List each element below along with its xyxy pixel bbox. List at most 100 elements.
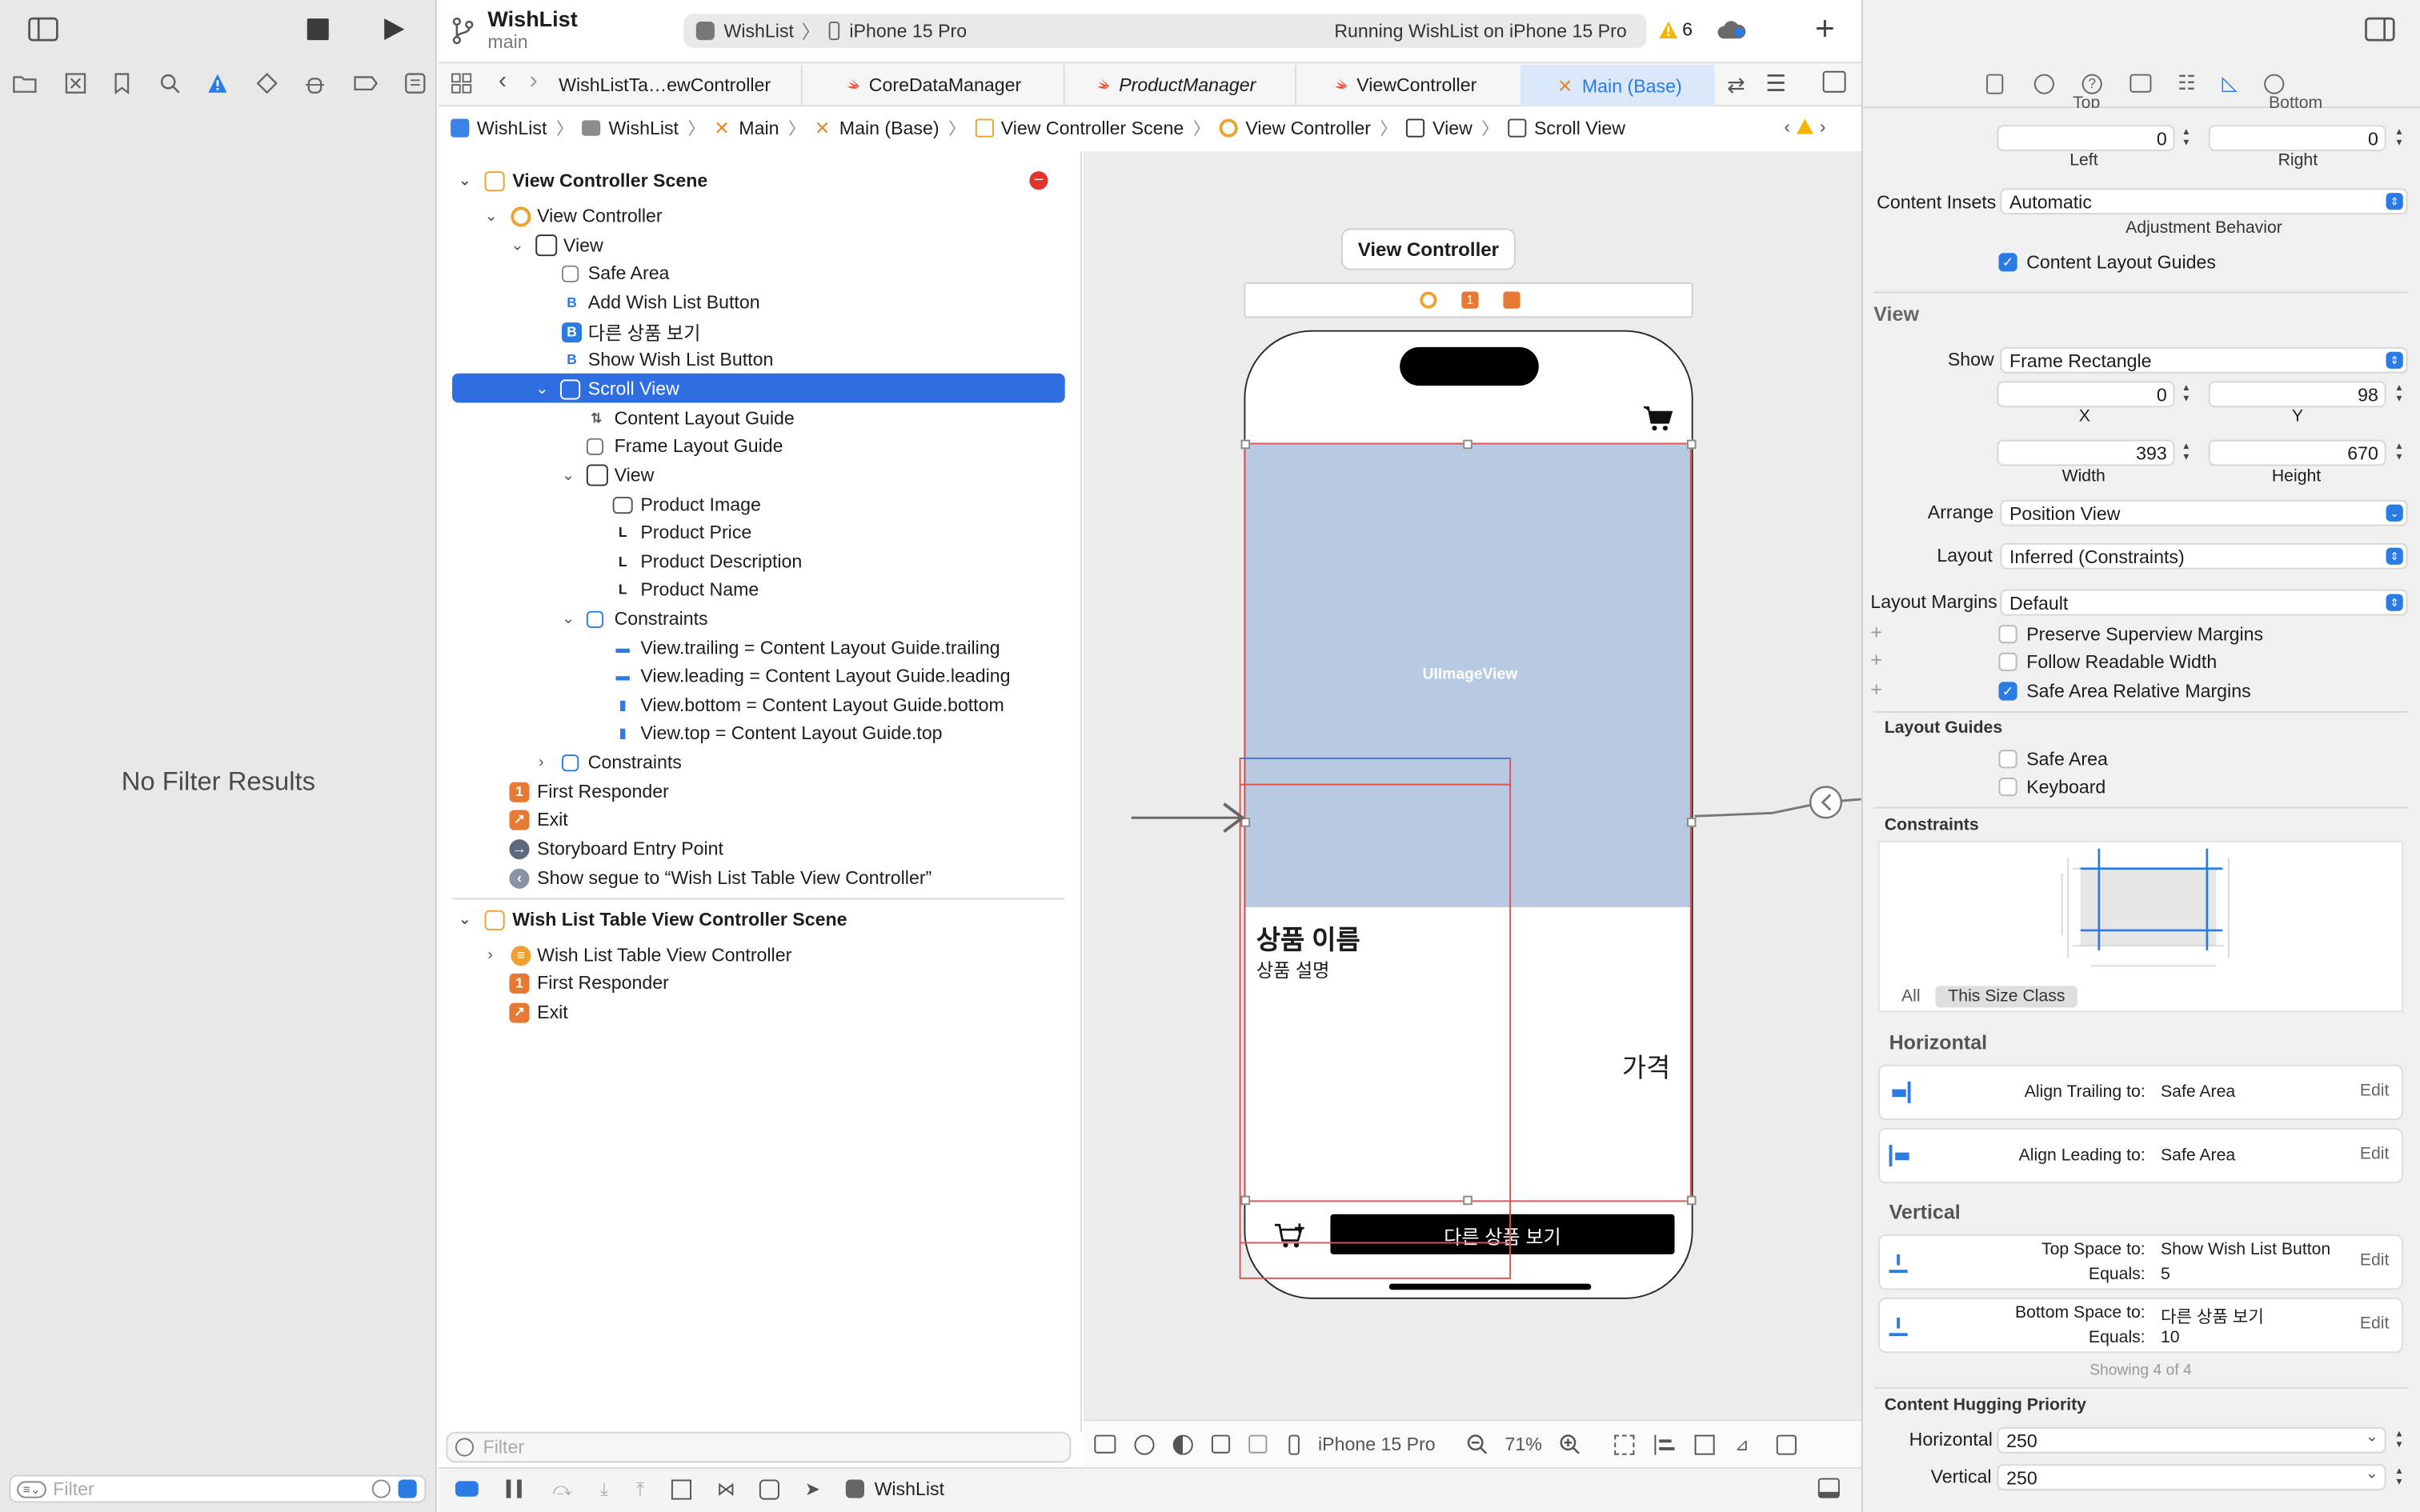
zoom-level[interactable]: 71% [1504,1433,1542,1455]
compare-icon[interactable]: ⇄ [1727,72,1745,98]
selection-handle[interactable] [1686,439,1697,450]
constraint-edit-button[interactable]: Edit [2359,1144,2390,1164]
debug-icon[interactable] [304,73,326,94]
chevron-down-icon[interactable]: ⌄ [561,466,575,484]
outline-other-product-button[interactable]: B 다른 상품 보기 [561,318,700,346]
pause-icon[interactable] [506,1479,522,1498]
product-price-label[interactable]: 가격 [1621,1054,1671,1083]
step-into-icon[interactable]: ⤓ [599,1477,609,1499]
chevron-down-icon[interactable]: ⌄ [511,237,524,254]
outline-constraint-bottom[interactable]: ▮ View.bottom = Content Layout Guide.bot… [613,691,1004,719]
forward-icon[interactable]: › [529,67,538,94]
scheme-selector[interactable]: WishList [723,20,794,42]
dock-view-controller-icon[interactable] [1420,291,1437,309]
height-field[interactable]: 670 [2208,439,2386,466]
selection-handle[interactable] [1463,1195,1472,1206]
view-hierarchy-icon[interactable] [671,1478,692,1499]
segue-arrow[interactable] [1694,784,1861,821]
outline-frame-layout-guide[interactable]: Frame Layout Guide [586,432,783,460]
outline-product-name[interactable]: L Product Name [613,575,759,603]
safe-area-guide-checkbox[interactable]: Safe Area [1998,745,2108,773]
y-field[interactable]: 98 [2208,381,2386,408]
selection-handle[interactable] [1686,1195,1697,1206]
memory-graph-icon[interactable]: ⋈ [716,1478,735,1500]
history-inspector-icon[interactable] [2033,73,2054,94]
y-stepper[interactable]: ▲▼ [2394,383,2404,404]
breadcrumb-scroll-view[interactable]: Scroll View [1508,118,1625,139]
test-icon[interactable] [255,72,277,94]
constraint-edit-button[interactable]: Edit [2359,1314,2390,1334]
add-variation-icon[interactable]: + [1870,677,1883,701]
outline-scene-view-controller[interactable]: ⌄ View Controller Scene [459,166,707,194]
file-inspector-icon[interactable] [1986,73,2004,94]
other-product-button[interactable]: 다른 상품 보기 [1330,1214,1675,1254]
recent-clock-icon[interactable] [371,1479,391,1498]
canvas-device-label[interactable]: iPhone 15 Pro [1317,1433,1436,1455]
update-frames-icon[interactable] [1614,1434,1635,1454]
inset-right-field[interactable]: 0 [2208,125,2386,151]
next-issue-icon[interactable]: › [1819,115,1826,138]
tab-main-base[interactable]: ✕ Main (Base) [1520,64,1715,107]
layout-icon[interactable] [1248,1434,1268,1454]
align-icon[interactable] [1654,1434,1675,1454]
chevron-down-icon[interactable]: ⌄ [561,610,575,627]
inspector-toggle-icon[interactable] [2365,17,2396,42]
height-stepper[interactable]: ▲▼ [2394,442,2404,462]
chevron-right-icon[interactable]: › [487,946,493,964]
preserve-superview-margins-checkbox[interactable]: Preserve Superview Margins [1998,620,2263,648]
outline-constraints[interactable]: ⌄ Constraints [562,605,708,633]
debug-area-toggle-icon[interactable] [1817,1478,1840,1498]
related-items-icon[interactable] [451,73,472,94]
zoom-in-icon[interactable] [1559,1434,1581,1455]
filter-options-icon[interactable] [398,1479,417,1498]
issue-warning-icon[interactable] [206,73,228,94]
selection-handle[interactable] [1240,1195,1251,1206]
outline-add-wish-list-button[interactable]: B Add Wish List Button [562,289,759,317]
outline-safe-area[interactable]: Safe Area [561,259,669,287]
cart-icon[interactable] [1642,406,1673,432]
selection-handle[interactable] [1240,439,1251,450]
report-icon[interactable] [404,73,426,94]
breadcrumb-view-controller[interactable]: View Controller [1219,118,1371,139]
connections-inspector-icon[interactable] [2263,73,2284,94]
outline-view-controller[interactable]: ⌄ View Controller [485,202,663,230]
content-insets-popup[interactable]: Automatic⇕ [2000,188,2408,215]
outline-wish-list-table-view-controller[interactable]: › ≡ Wish List Table View Controller [485,941,791,969]
outline-exit[interactable]: ↗ Exit [509,806,568,834]
chevron-down-icon[interactable]: ⌄ [484,207,498,225]
outline-show-wish-list-button[interactable]: B Show Wish List Button [562,346,773,374]
show-popup[interactable]: Frame Rectangle⇕ [2000,346,2408,374]
add-constraints-icon[interactable] [1694,1434,1715,1454]
width-stepper[interactable]: ▲▼ [2182,442,2191,462]
selection-handle[interactable] [1463,439,1472,450]
arrange-popup[interactable]: Position View⌄ [2000,499,2408,526]
identity-inspector-icon[interactable] [2130,74,2152,93]
content-layout-guides-checkbox[interactable]: ✓Content Layout Guides [1998,248,2216,276]
layout-popup[interactable]: Inferred (Constraints)⇕ [2000,542,2408,570]
x-field[interactable]: 0 [1997,381,2175,408]
outline-product-price[interactable]: L Product Price [613,518,751,546]
breadcrumb-scene[interactable]: View Controller Scene [974,118,1184,139]
breadcrumb-group[interactable]: WishList [582,118,679,139]
bookmark-icon[interactable] [113,73,131,94]
hugging-vertical-field[interactable]: 250⌄ [1997,1464,2386,1490]
dock-first-responder-icon[interactable]: 1 [1461,291,1479,309]
device-icon[interactable] [1288,1434,1300,1454]
error-icon[interactable]: – [1029,171,1048,190]
warnings-badge[interactable]: 6 [1659,18,1693,40]
navigator-filter[interactable]: ≡⌄ Filter [9,1474,427,1503]
outline-segue[interactable]: ‹ Show segue to “Wish List Table View Co… [509,864,932,892]
split-editor-icon[interactable] [1822,70,1846,93]
sidebar-toggle-icon[interactable] [28,17,59,42]
outline-scroll-view[interactable]: ⌄ Scroll View [535,375,679,403]
search-icon[interactable] [158,73,180,94]
outline-constraint-top[interactable]: ▮ View.top = Content Layout Guide.top [613,719,942,747]
outline-exit-2[interactable]: ↗ Exit [509,998,568,1026]
scene-dock[interactable]: 1 [1244,282,1693,318]
x-stepper[interactable]: ▲▼ [2182,383,2191,404]
console-toggle-icon[interactable] [455,1481,479,1497]
outline-inner-view[interactable]: ⌄ View [562,462,654,490]
accessibility-icon[interactable] [1134,1434,1155,1454]
embed-in-icon[interactable] [1776,1434,1797,1454]
tab-productmanager[interactable]: ProductManager [1065,64,1296,106]
